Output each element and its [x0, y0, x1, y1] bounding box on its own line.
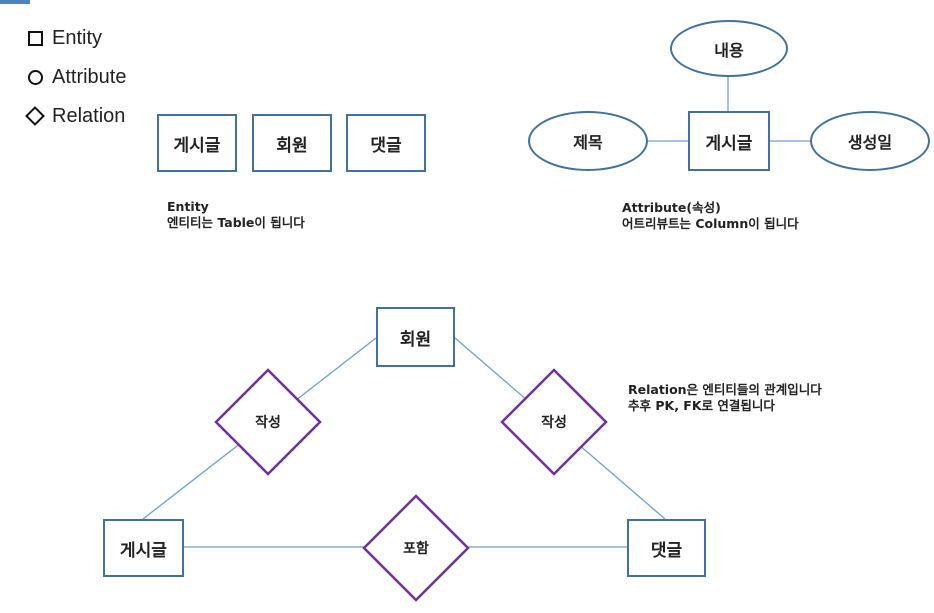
relation-label-member-post: 작성	[255, 415, 281, 431]
entity-note-line1: Entity	[167, 199, 209, 214]
attribute-note: Attribute(속성) 어트리뷰트는 Column이 됩니다	[622, 200, 799, 232]
relation-note-line2: 추후 PK, FK로 연결됩니다	[628, 398, 775, 413]
relation-diamond-post-comment	[362, 494, 470, 602]
relation-entity-post: 게시글	[103, 519, 184, 577]
attribute-content: 내용	[670, 20, 788, 77]
entity-note: Entity 엔티티는 Table이 됩니다	[167, 199, 305, 231]
legend-attribute: Attribute	[22, 62, 126, 92]
relation-entity-member: 회원	[376, 307, 455, 367]
attribute-created-date: 생성일	[810, 111, 930, 171]
entity-example-member: 회원	[252, 114, 332, 172]
relation-note-line1: Relation은 엔티티들의 관계입니다	[628, 382, 822, 397]
attribute-note-line2: 어트리뷰트는 Column이 됩니다	[622, 216, 799, 231]
relation-note: Relation은 엔티티들의 관계입니다 추후 PK, FK로 연결됩니다	[628, 382, 822, 414]
relation-diamond-member-comment	[500, 368, 608, 476]
entity-example-post: 게시글	[157, 114, 237, 172]
circle-icon	[22, 69, 48, 85]
attribute-note-line1: Attribute(속성)	[622, 200, 721, 215]
legend-entity: Entity	[22, 23, 102, 53]
relation-diamond-member-post	[214, 368, 322, 476]
square-icon	[22, 30, 48, 46]
entity-note-line2: 엔티티는 Table이 됩니다	[167, 215, 305, 230]
attribute-example-entity: 게시글	[688, 111, 770, 171]
legend-entity-label: Entity	[52, 26, 103, 49]
legend-relation-label: Relation	[52, 104, 126, 127]
legend-relation: Relation	[22, 101, 125, 131]
legend-attribute-label: Attribute	[52, 65, 127, 88]
attribute-title: 제목	[528, 111, 648, 171]
relation-label-post-comment: 포함	[403, 541, 429, 557]
corner-accent-bar	[0, 0, 30, 4]
relation-entity-comment: 댓글	[627, 519, 706, 577]
relation-label-member-comment: 작성	[541, 415, 567, 431]
entity-example-comment: 댓글	[346, 114, 426, 172]
